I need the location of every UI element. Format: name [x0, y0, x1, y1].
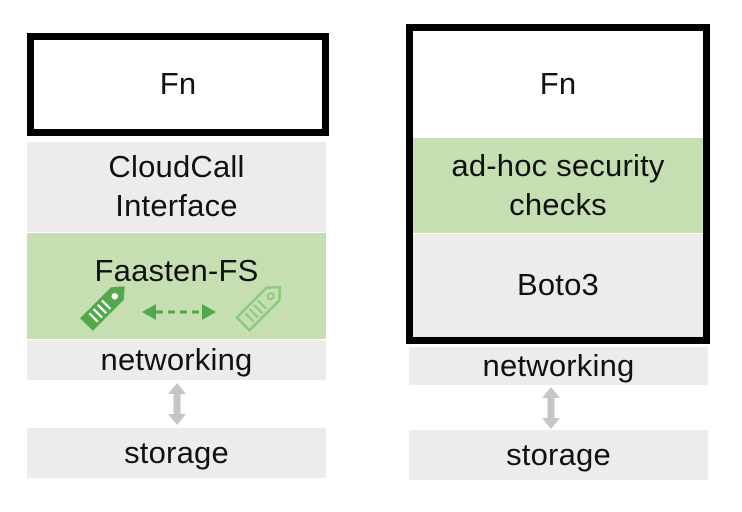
right-storage-layer: storage: [409, 430, 708, 480]
faasten-fs-layer: Faasten-FS: [27, 233, 326, 339]
faasten-fs-label: Faasten-FS: [94, 252, 259, 288]
cloudcall-label-line1: CloudCall: [108, 149, 245, 185]
security-label-line1: ad-hoc security: [451, 147, 665, 183]
left-fn-label: Fn: [159, 66, 197, 102]
boto3-layer: Boto3: [413, 234, 703, 337]
right-networking-layer: networking: [409, 347, 708, 385]
right-networking-label: networking: [482, 347, 635, 383]
left-storage-layer: storage: [27, 428, 326, 478]
right-fn-area: Fn: [413, 31, 703, 138]
boto3-label: Boto3: [516, 267, 599, 303]
right-fn-label: Fn: [539, 66, 577, 102]
vertical-double-arrow-icon: [542, 387, 560, 429]
left-storage-label: storage: [124, 434, 229, 470]
left-networking-layer: networking: [27, 340, 326, 380]
cloudcall-interface-layer: CloudCall Interface: [27, 142, 326, 232]
security-label-line2: checks: [509, 186, 607, 222]
cloudcall-label-line2: Interface: [115, 188, 238, 223]
double-arrow-dashed-icon: [142, 304, 216, 320]
vertical-double-arrow-icon: [168, 383, 186, 425]
ad-hoc-security-layer: ad-hoc security checks: [413, 138, 703, 233]
price-tag-outline-icon: [235, 285, 282, 332]
left-networking-label: networking: [100, 341, 253, 377]
price-tag-icon: [80, 286, 125, 331]
right-storage-label: storage: [506, 436, 611, 472]
left-fn-box: Fn: [27, 33, 329, 136]
